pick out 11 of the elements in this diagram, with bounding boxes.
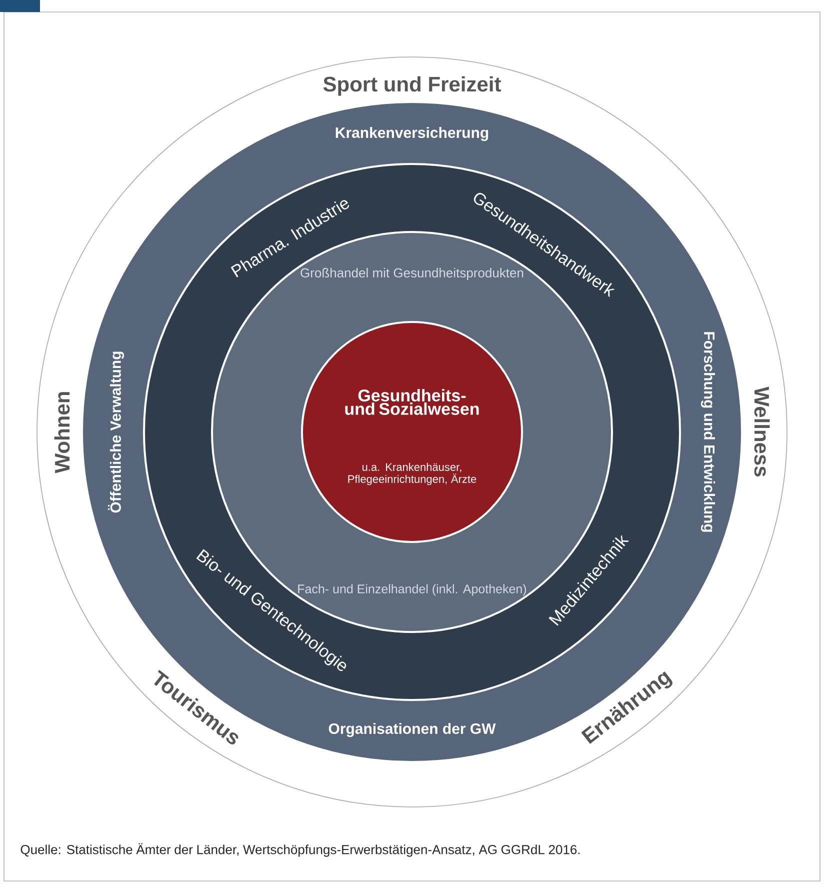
ring-label: Wellness	[754, 386, 770, 476]
ring-label: Forschung und Entwicklung	[700, 332, 716, 532]
ring-label: Sport und Freizeit	[323, 76, 501, 96]
ring-label: Organisationen der GW	[328, 722, 496, 738]
ring-label: Wohnen	[54, 392, 70, 474]
ring-label: Fach- und Einzelhandel (inkl. Apotheken)	[298, 584, 526, 596]
ring-label: Krankenversicherung	[336, 126, 488, 142]
center-label: u.a. Krankenhäuser, Pflegeeinrichtungen, Ärzte	[348, 462, 476, 486]
ring-label: Öffentliche Verwaltung	[108, 352, 124, 513]
caption: Quelle: Statistische Ämter der Länder, Wertschöpfungs-Erwerbstätigen-Ansatz, AG GGRdL 2016.	[20, 843, 580, 857]
center-label: Gesundheits- und Sozialwesen	[345, 389, 479, 415]
